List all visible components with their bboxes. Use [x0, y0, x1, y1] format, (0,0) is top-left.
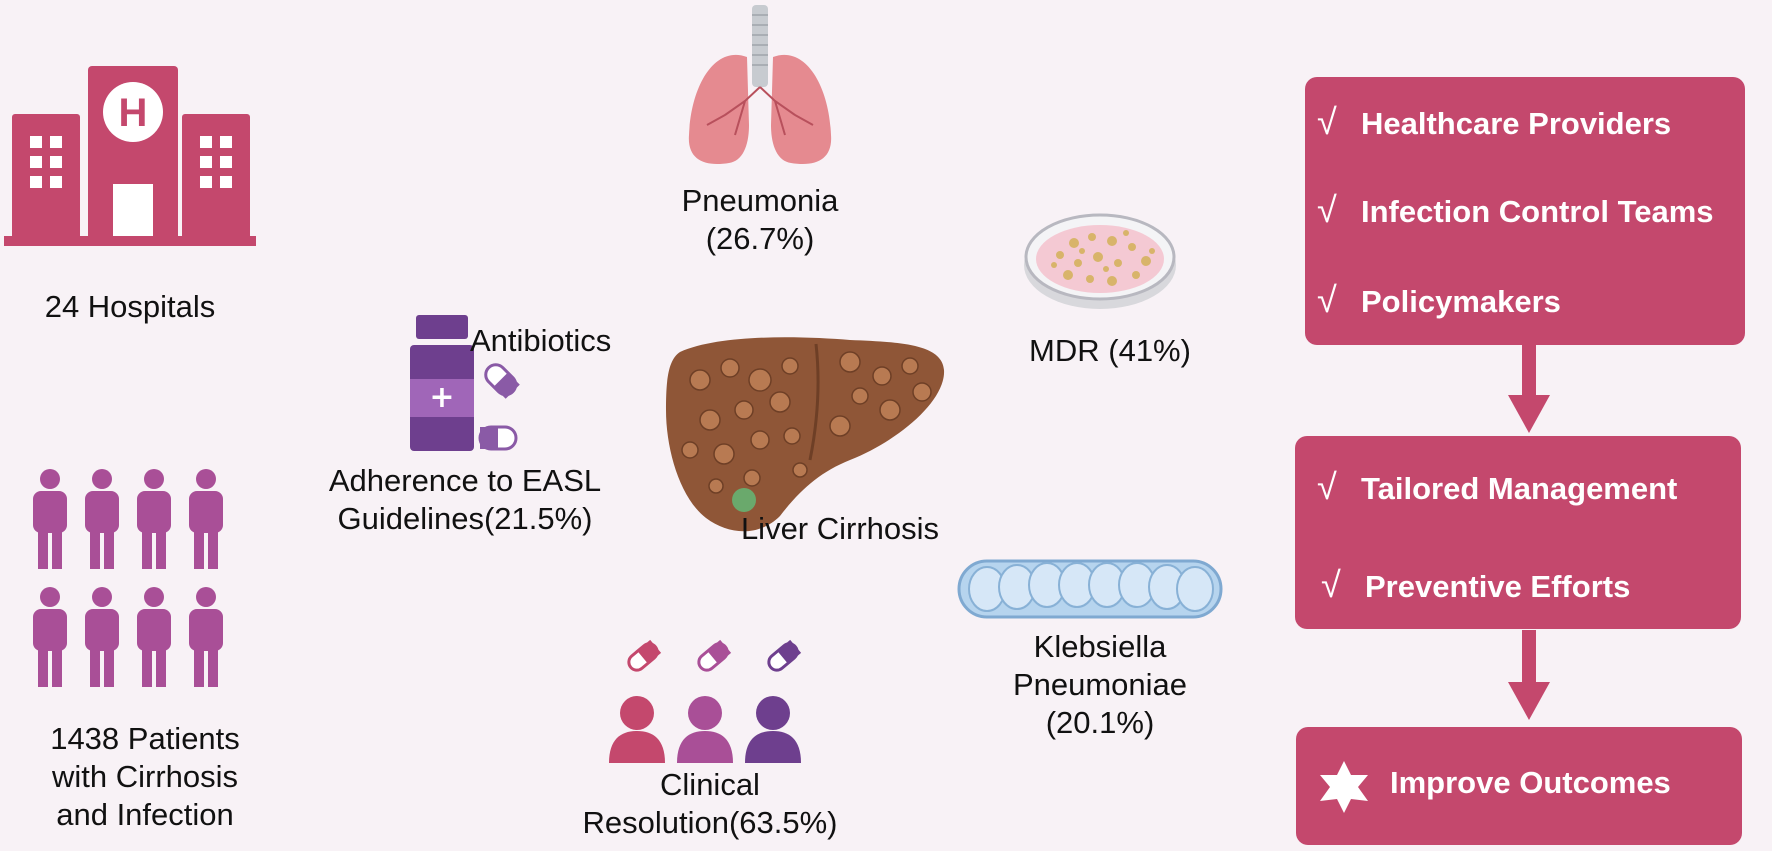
- liver-label: Liver Cirrhosis: [740, 511, 940, 546]
- hospitals-label: 24 Hospitals: [44, 289, 216, 324]
- klebsiella-label: Klebsiella Pneumoniae (20.1%): [980, 628, 1220, 742]
- down-arrow-icon: [1508, 630, 1550, 720]
- adherence-label: Adherence to EASL Guidelines(21.5%): [300, 462, 630, 538]
- stakeholder-item-1: √ Healthcare Providers: [1305, 101, 1745, 143]
- antibiotics-label: Antibiotics: [470, 323, 612, 358]
- action-item-1: √ Tailored Management: [1295, 466, 1741, 508]
- action-label: Preventive Efforts: [1365, 569, 1631, 604]
- bacterium-icon: [957, 559, 1223, 619]
- patients-line-3: and Infection: [56, 797, 234, 832]
- actions-box: √ Tailored Management √ Preventive Efforts: [1295, 436, 1741, 629]
- klebsiella-line-1: Klebsiella: [1033, 629, 1167, 664]
- outcome-label: Improve Outcomes: [1390, 765, 1671, 800]
- clinical-line-2: Resolution(63.5%): [582, 805, 838, 840]
- mdr-label: MDR (41%): [1029, 333, 1191, 368]
- stakeholder-label: Healthcare Providers: [1361, 106, 1672, 141]
- hospital-icon: H: [4, 66, 256, 246]
- star-icon: [1320, 761, 1368, 813]
- clinical-label: Clinical Resolution(63.5%): [560, 766, 860, 842]
- lungs-icon: [688, 5, 832, 165]
- check-icon: √: [1317, 101, 1337, 142]
- check-icon: √: [1317, 189, 1337, 230]
- stakeholder-label: Infection Control Teams: [1361, 194, 1714, 229]
- outcome-box: Improve Outcomes: [1296, 727, 1742, 845]
- petri-dish-icon: [1024, 213, 1176, 309]
- check-icon: √: [1317, 279, 1337, 320]
- klebsiella-line-2: Pneumoniae: [1012, 667, 1188, 702]
- medicine-bottle-icon: +: [410, 315, 520, 451]
- stakeholder-label: Policymakers: [1361, 284, 1561, 319]
- pneumonia-line-2: (26.7%): [705, 221, 815, 256]
- adherence-line-2: Guidelines(21.5%): [337, 501, 593, 536]
- patients-line-2: with Cirrhosis: [51, 759, 239, 794]
- pneumonia-label: Pneumonia (26.7%): [640, 182, 880, 258]
- pneumonia-line-1: Pneumonia: [681, 183, 839, 218]
- people-icon: [33, 469, 223, 687]
- patients-with-capsules-icon: [609, 639, 802, 763]
- patients-line-1: 1438 Patients: [50, 721, 240, 756]
- stakeholder-item-3: √ Policymakers: [1305, 279, 1745, 321]
- check-icon: √: [1317, 466, 1337, 507]
- svg-text:+: +: [429, 380, 454, 415]
- klebsiella-line-3: (20.1%): [1045, 705, 1155, 740]
- cirrhotic-liver-icon: [666, 337, 945, 532]
- clinical-line-1: Clinical: [660, 767, 760, 802]
- stakeholder-item-2: √ Infection Control Teams: [1305, 189, 1745, 231]
- down-arrow-icon: [1508, 345, 1550, 433]
- check-icon: √: [1321, 564, 1341, 605]
- patients-label: 1438 Patients with Cirrhosis and Infecti…: [0, 720, 290, 834]
- action-item-2: √ Preventive Efforts: [1295, 564, 1741, 606]
- svg-text:H: H: [119, 91, 148, 135]
- stakeholders-box: √ Healthcare Providers √ Infection Control…: [1305, 77, 1745, 345]
- adherence-line-1: Adherence to EASL: [328, 463, 602, 498]
- action-label: Tailored Management: [1361, 471, 1678, 506]
